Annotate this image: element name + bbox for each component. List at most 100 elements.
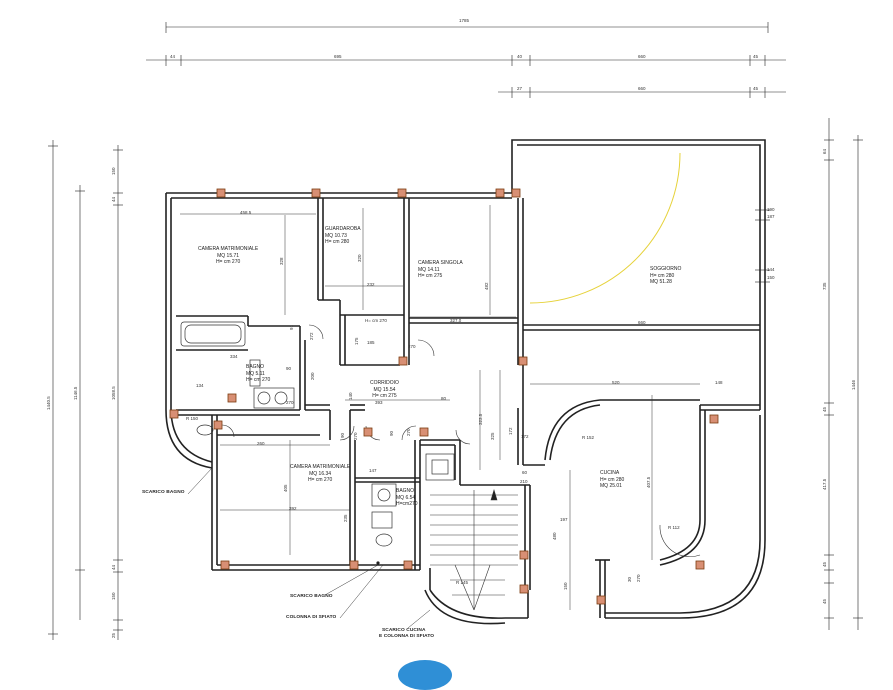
interior-doors xyxy=(221,324,701,558)
dim-sg-148: 148 xyxy=(715,380,723,385)
dim-co-60: 60 xyxy=(522,470,528,475)
dim-sg-187: 187 xyxy=(767,214,775,219)
dim-cs-327: 327.0 xyxy=(450,318,462,323)
dim-top-b3: 45 xyxy=(753,86,759,91)
dim-bg-200: 200 xyxy=(310,372,315,380)
room-height: H= cm 280 xyxy=(600,476,625,483)
dim-left-outer: 1440.5 xyxy=(46,396,51,410)
dim-right-417: 417.5 xyxy=(822,478,827,490)
dim-left-s3: 44 xyxy=(111,564,116,570)
room-name: CORRIDOIO xyxy=(370,380,399,386)
dim-cm2-260: 260 xyxy=(257,441,265,446)
dim-top-a5: 45 xyxy=(753,54,759,59)
dim-right-s2: 45 xyxy=(822,406,827,412)
dim-left-s1: 150 xyxy=(111,167,116,175)
room-bagno-1: BAGNO MQ 5.11 H= cm 270 xyxy=(246,364,270,384)
dim-co-80: 80 xyxy=(441,396,447,401)
dim-cu-30: 30 xyxy=(627,576,632,582)
room-area: MQ 6.54 xyxy=(396,494,416,501)
note-scarico-bagno-1: SCARICO BAGNO xyxy=(142,490,185,495)
room-height: H= cm 270 xyxy=(246,377,271,383)
dim-bg-90: 90 xyxy=(286,366,292,371)
dim-left-s5: 25 xyxy=(111,632,116,638)
room-name: BAGNO xyxy=(246,364,265,370)
soggiorno-door-arc xyxy=(529,152,681,304)
dim-sg-190: 190 xyxy=(767,207,775,212)
dim-cm2-405: 405 xyxy=(283,484,288,492)
note-leaders xyxy=(187,467,431,629)
dim-co-90b: 90 xyxy=(389,430,394,436)
dim-left-s2: 44 xyxy=(111,196,116,202)
staircase xyxy=(430,488,518,611)
dimension-lines xyxy=(48,22,863,640)
room-camera-singola: CAMERA SINGOLA MQ 14.11 H= cm 275 xyxy=(418,260,463,280)
dim-cm-height: 328 xyxy=(279,257,284,265)
dim-cm2-147: 147 xyxy=(369,468,377,473)
dim-co-90: 90 xyxy=(340,432,345,438)
room-name: CAMERA MATRIMONIALE xyxy=(290,464,351,470)
room-height: H= cm 275 xyxy=(372,393,397,399)
room-name: SOGGIORNO xyxy=(650,266,682,272)
dim-sg-520: 520 xyxy=(612,380,620,385)
room-name: CAMERA SINGOLA xyxy=(418,260,463,266)
room-area: MQ 16.34 xyxy=(309,470,332,477)
dim-gr-h270: H= cm 270 xyxy=(365,318,387,323)
room-area: MQ 15.54 xyxy=(373,386,396,393)
dim-cu-270: 270 xyxy=(636,574,641,582)
room-name: CAMERA MATRIMONIALE xyxy=(198,246,259,252)
dim-bg-270: 270 xyxy=(286,400,294,405)
dim-co-172: 172 xyxy=(508,427,513,435)
walls xyxy=(165,139,766,625)
dim-cm2-392: 392 xyxy=(289,506,297,511)
dim-cm-272: 272 xyxy=(309,332,314,340)
dim-sg-660: 660 xyxy=(638,320,646,325)
note-scarico-cucina-2: E COLONNA DI SFIATO xyxy=(379,634,435,639)
dim-bg-334: 334 xyxy=(230,354,238,359)
dim-cu-r145: R 145 xyxy=(456,580,469,585)
room-height: H= cm 280 xyxy=(650,272,675,279)
dim-left-inner: 1058.5 xyxy=(111,386,116,400)
room-camera-matrimoniale-2: CAMERA MATRIMONIALE MQ 16.34 H= cm 270 xyxy=(290,464,350,484)
dim-cu-r112: R 112 xyxy=(668,525,680,530)
dim-top-a1: 44 xyxy=(170,54,176,59)
room-area: MQ 14.11 xyxy=(418,266,440,273)
room-height: H=cm270 xyxy=(396,501,418,507)
room-cucina: CUCINA H= cm 280 MQ 25.01 xyxy=(600,470,624,490)
dim-bg-134: 134 xyxy=(196,383,204,388)
scarico-point xyxy=(376,561,380,565)
dim-sg-150: 150 xyxy=(767,275,775,280)
internal-dimension-lines xyxy=(180,205,758,610)
room-guardaroba: GUARDAROBA MQ 10.73 H= cm 280 xyxy=(325,226,361,246)
dim-right-s1: 64 xyxy=(822,148,827,154)
room-name: CUCINA xyxy=(600,470,620,476)
room-area: MQ 5.11 xyxy=(246,370,265,377)
dim-cu-480: 480 xyxy=(552,532,557,540)
room-name: BAGNO xyxy=(396,488,415,494)
room-bagno-2: BAGNO MQ 6.54 H=cm270 xyxy=(396,488,418,508)
note-scarico-cucina-1: SCARICO CUCINA xyxy=(382,628,426,633)
dim-co-140: 140 xyxy=(348,392,353,400)
room-area: MQ 10.73 xyxy=(325,232,347,239)
note-colonna-sfiato: COLONNA DI SFIATO xyxy=(286,615,337,620)
room-area: MQ 25.01 xyxy=(600,483,622,489)
dim-cu-197: 197 xyxy=(560,517,568,522)
dim-r150: R 150 xyxy=(186,416,199,421)
dim-top-a2: 695 xyxy=(334,54,342,59)
dim-co-323: 323.5 xyxy=(478,413,483,425)
room-height: H= cm 280 xyxy=(325,239,350,245)
blue-circle-badge xyxy=(398,660,452,690)
room-height: H= cm 275 xyxy=(418,273,443,279)
dim-right-mid: 735 xyxy=(822,282,827,290)
dim-top-b1: 27 xyxy=(517,86,523,91)
room-soggiorno: SOGGIORNO H= cm 280 MQ 51.28 xyxy=(650,266,681,286)
note-scarico-bagno-2: SCARICO BAGNO xyxy=(290,594,333,599)
dim-right-outer: 1446 xyxy=(851,379,856,390)
dim-gr-232: 232 xyxy=(367,282,375,287)
dim-co-325: 325 xyxy=(490,432,495,440)
floor-plan-drawing xyxy=(48,22,863,640)
dim-top-a4: 660 xyxy=(638,54,646,59)
fixtures xyxy=(180,321,455,547)
dim-sg-144: 144 xyxy=(767,267,775,272)
dim-co-393: 393 xyxy=(375,400,383,405)
dim-cm-91: 91 xyxy=(289,324,294,330)
